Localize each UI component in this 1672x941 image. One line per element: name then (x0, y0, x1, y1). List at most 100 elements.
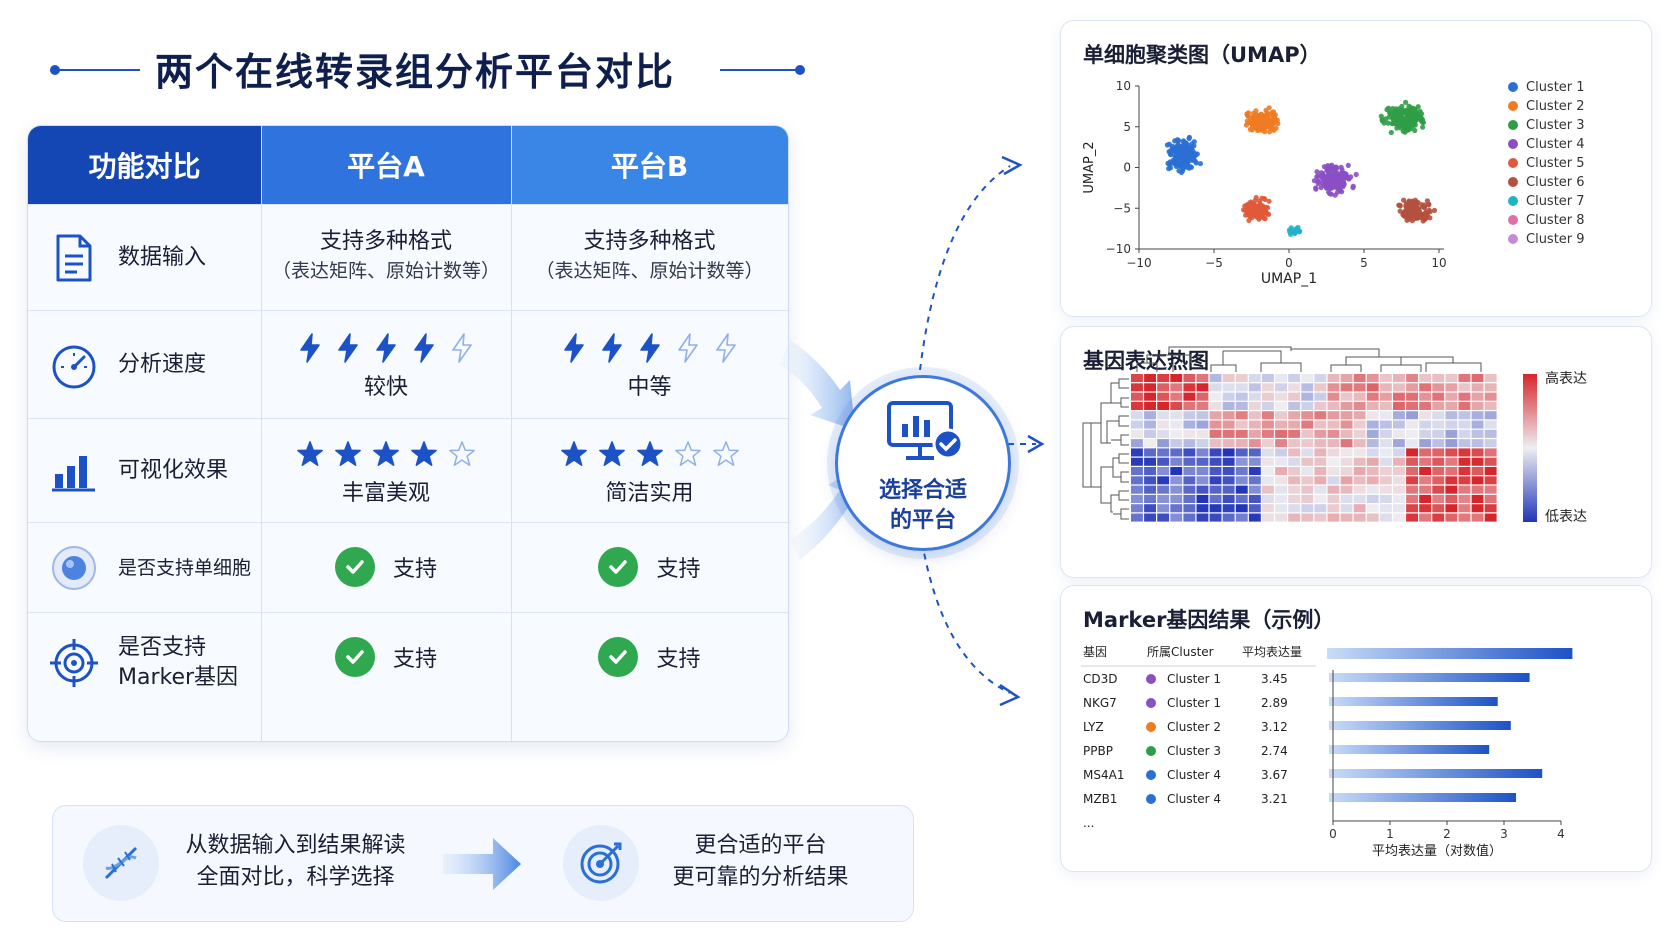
lightning-filled-icon (639, 333, 660, 363)
heatmap-cell (1327, 448, 1340, 457)
heatmap-cell (1458, 411, 1471, 420)
heatmap-cell (1157, 439, 1170, 448)
visual-rating (261, 439, 511, 469)
arrowhead-icon (1001, 155, 1023, 176)
expr-bar (1329, 673, 1530, 682)
heatmap-cell (1196, 429, 1209, 438)
dashed-connector (919, 529, 1011, 694)
cluster-dot (1146, 674, 1156, 684)
scatter-point (1339, 189, 1345, 195)
feature-label: 是否支持单细胞 (118, 557, 252, 579)
heatmap-cell (1196, 439, 1209, 448)
scatter-point (1353, 171, 1359, 178)
heatmap-cell (1248, 485, 1261, 494)
heatmap-cell (1275, 448, 1287, 457)
scatter-point (1397, 122, 1403, 129)
heatmap-cell (1170, 476, 1183, 485)
heatmap-cell (1379, 383, 1392, 392)
heatmap-cell (1275, 420, 1287, 429)
heatmap-cell (1248, 420, 1261, 429)
feature-cell: 数据输入 (48, 232, 206, 284)
heatmap-cell (1353, 457, 1366, 466)
cluster-name: Cluster 4 (1167, 768, 1221, 782)
heatmap-cell (1209, 401, 1222, 410)
heatmap-cell (1419, 439, 1432, 448)
heatmap-cell (1445, 448, 1458, 457)
heatmap-cell (1432, 392, 1445, 401)
scatter-point (1244, 118, 1250, 124)
heatmap-cell (1406, 392, 1418, 401)
heatmap-cell (1131, 494, 1143, 503)
heatmap-cell (1235, 504, 1248, 513)
scatter-point (1254, 213, 1260, 219)
heatmap-cell (1458, 383, 1471, 392)
heatmap-cell (1366, 504, 1379, 513)
speed-label: 中等 (627, 375, 672, 400)
heatmap-cell (1393, 374, 1405, 383)
heatmap-cell (1209, 429, 1222, 438)
heatmap-cell (1209, 485, 1222, 494)
heatmap-cell (1314, 513, 1327, 522)
heatmap-cell (1340, 374, 1353, 383)
heatmap-cell (1157, 467, 1170, 476)
target-icon (48, 637, 100, 689)
heatmap-cell (1196, 392, 1209, 401)
heatmap-cell (1262, 476, 1274, 485)
cluster-dot (1146, 770, 1156, 780)
heatmap-cell (1196, 383, 1209, 392)
heatmap-cell (1262, 448, 1274, 457)
lightning-outline-icon (715, 333, 736, 363)
scatter-point (1417, 108, 1423, 114)
cluster-dot (1146, 746, 1156, 756)
cluster-name: Cluster 3 (1167, 744, 1221, 758)
scatter-point (1262, 196, 1268, 202)
heatmap-cell (1157, 392, 1170, 401)
scatter-point (1350, 183, 1356, 189)
x-tick-label: 0 (1285, 256, 1293, 270)
heatmap-cell (1471, 420, 1484, 429)
heatmap-cell (1222, 513, 1235, 522)
document-icon (48, 232, 100, 284)
heatmap-cell (1445, 504, 1458, 513)
heatmap-cell (1406, 504, 1418, 513)
heatmap-cell (1353, 411, 1366, 420)
heatmap-cell (1432, 457, 1445, 466)
column-dendrogram (1136, 346, 1482, 372)
x-axis-label: UMAP_1 (1261, 271, 1317, 287)
heatmap-cell (1366, 494, 1379, 503)
scatter-point (1186, 135, 1192, 142)
heatmap-cell (1458, 494, 1471, 503)
x-axis-label: 平均表达量（对数值） (1372, 843, 1502, 859)
heatmap-cell (1235, 383, 1248, 392)
heatmap-cell (1275, 429, 1287, 438)
heatmap-cell (1353, 448, 1366, 457)
heatmap-cell (1340, 439, 1353, 448)
heatmap-cell (1484, 513, 1497, 522)
heatmap-cell (1131, 401, 1143, 410)
heatmap-cell (1235, 513, 1248, 522)
scatter-point (1247, 199, 1254, 205)
heatmap-cell (1340, 448, 1353, 457)
heatmap-cell (1131, 485, 1143, 494)
heatmap-cell (1209, 513, 1222, 522)
scatter-point (1346, 176, 1352, 182)
heatmap-cell (1379, 439, 1392, 448)
heatmap-cell (1275, 401, 1287, 410)
legend-label: Cluster 3 (1526, 118, 1585, 133)
heatmap-cell (1275, 513, 1287, 522)
heatmap-cell (1183, 513, 1196, 522)
heatmap-cell (1314, 392, 1327, 401)
heatmap-cell (1183, 467, 1196, 476)
heatmap-cell (1393, 392, 1405, 401)
heatmap-cell (1353, 504, 1366, 513)
gene-name: NKG7 (1083, 696, 1117, 710)
scatter-point (1427, 215, 1433, 221)
table-row: 分析速度 较快 中等 (28, 310, 788, 419)
heatmap-cell (1327, 411, 1340, 420)
scatter-point (1385, 120, 1391, 126)
heatmap-cell (1262, 429, 1274, 438)
cluster-name: Cluster 1 (1167, 672, 1221, 686)
scatter-point (1381, 120, 1387, 126)
heatmap-cell (1248, 513, 1261, 522)
feature-label: 可视化效果 (118, 458, 229, 483)
